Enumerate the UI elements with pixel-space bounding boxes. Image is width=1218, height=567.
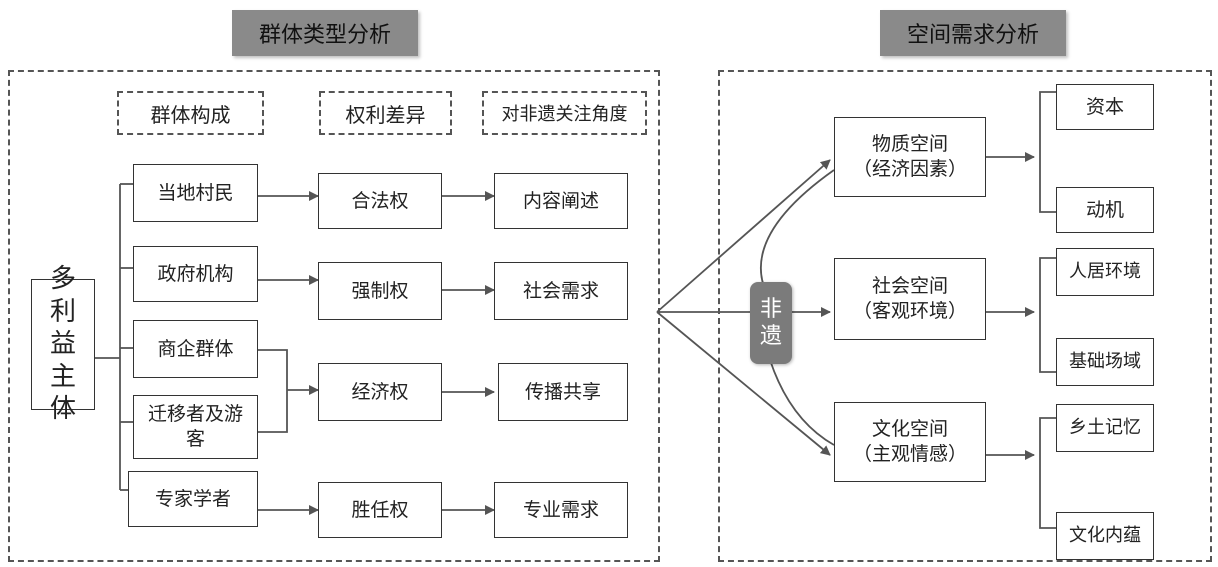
space-analysis-panel — [718, 70, 1212, 562]
group-label: 商企群体 — [157, 337, 234, 360]
right-label: 胜任权 — [351, 498, 409, 521]
focus-label: 社会需求 — [522, 279, 599, 302]
item-capital: 资本 — [1056, 84, 1154, 130]
item-label: 乡土记忆 — [1069, 417, 1141, 439]
item-basic-field: 基础场域 — [1056, 338, 1154, 386]
group-analysis-panel — [8, 70, 660, 562]
column-header-rights: 权利差异 — [319, 91, 452, 135]
item-label: 动机 — [1085, 198, 1124, 221]
group-experts: 专家学者 — [128, 471, 258, 527]
space-sub: （客观环境） — [852, 300, 967, 322]
group-label: 迁移者及游客 — [148, 403, 244, 450]
space-name: 物质空间 — [871, 133, 948, 156]
item-label: 文化内蕴 — [1069, 525, 1141, 547]
item-living-environment: 人居环境 — [1056, 248, 1154, 296]
group-label: 专家学者 — [154, 487, 231, 510]
focus-content: 内容阐述 — [494, 173, 628, 229]
right-economic: 经济权 — [318, 363, 442, 421]
heritage-node: 非遗 — [750, 282, 792, 364]
space-material: 物质空间（经济因素） — [834, 117, 986, 197]
column-header-composition: 群体构成 — [117, 91, 264, 135]
group-villagers: 当地村民 — [133, 164, 258, 222]
right-label: 强制权 — [351, 279, 409, 302]
space-sub: （主观情感） — [852, 443, 967, 465]
heritage-label: 非遗 — [759, 296, 782, 350]
header-group-analysis: 群体类型分析 — [232, 10, 418, 56]
stakeholder-label: 多利益主体 — [49, 264, 76, 425]
item-label: 资本 — [1085, 95, 1124, 118]
right-label: 经济权 — [351, 380, 409, 403]
group-label: 政府机构 — [157, 262, 234, 285]
item-rural-memory: 乡土记忆 — [1056, 404, 1154, 452]
focus-label: 内容阐述 — [522, 189, 599, 212]
space-name: 社会空间 — [871, 275, 948, 298]
right-competence: 胜任权 — [318, 482, 442, 538]
group-label: 当地村民 — [157, 181, 234, 204]
focus-label: 专业需求 — [522, 498, 599, 521]
right-legal: 合法权 — [318, 173, 442, 229]
space-social: 社会空间（客观环境） — [834, 258, 986, 340]
space-sub: （经济因素） — [852, 158, 967, 180]
group-business: 商企群体 — [133, 320, 258, 378]
group-government: 政府机构 — [133, 246, 258, 302]
focus-social-demand: 社会需求 — [494, 262, 628, 320]
item-cultural-connotation: 文化内蕴 — [1056, 512, 1154, 560]
item-label: 基础场域 — [1069, 351, 1141, 373]
focus-label: 传播共享 — [524, 380, 601, 403]
item-motivation: 动机 — [1056, 187, 1154, 233]
item-label: 人居环境 — [1069, 261, 1141, 283]
column-header-focus: 对非遗关注角度 — [482, 91, 647, 135]
focus-dissemination: 传播共享 — [498, 363, 628, 421]
right-coercive: 强制权 — [318, 262, 442, 320]
right-label: 合法权 — [351, 189, 409, 212]
stakeholder-box: 多利益主体 — [31, 264, 95, 424]
header-space-analysis: 空间需求分析 — [880, 10, 1066, 56]
group-migrants-tourists: 迁移者及游客 — [133, 395, 258, 459]
focus-professional: 专业需求 — [494, 482, 628, 538]
space-name: 文化空间 — [871, 418, 948, 441]
space-cultural: 文化空间（主观情感） — [834, 402, 986, 482]
